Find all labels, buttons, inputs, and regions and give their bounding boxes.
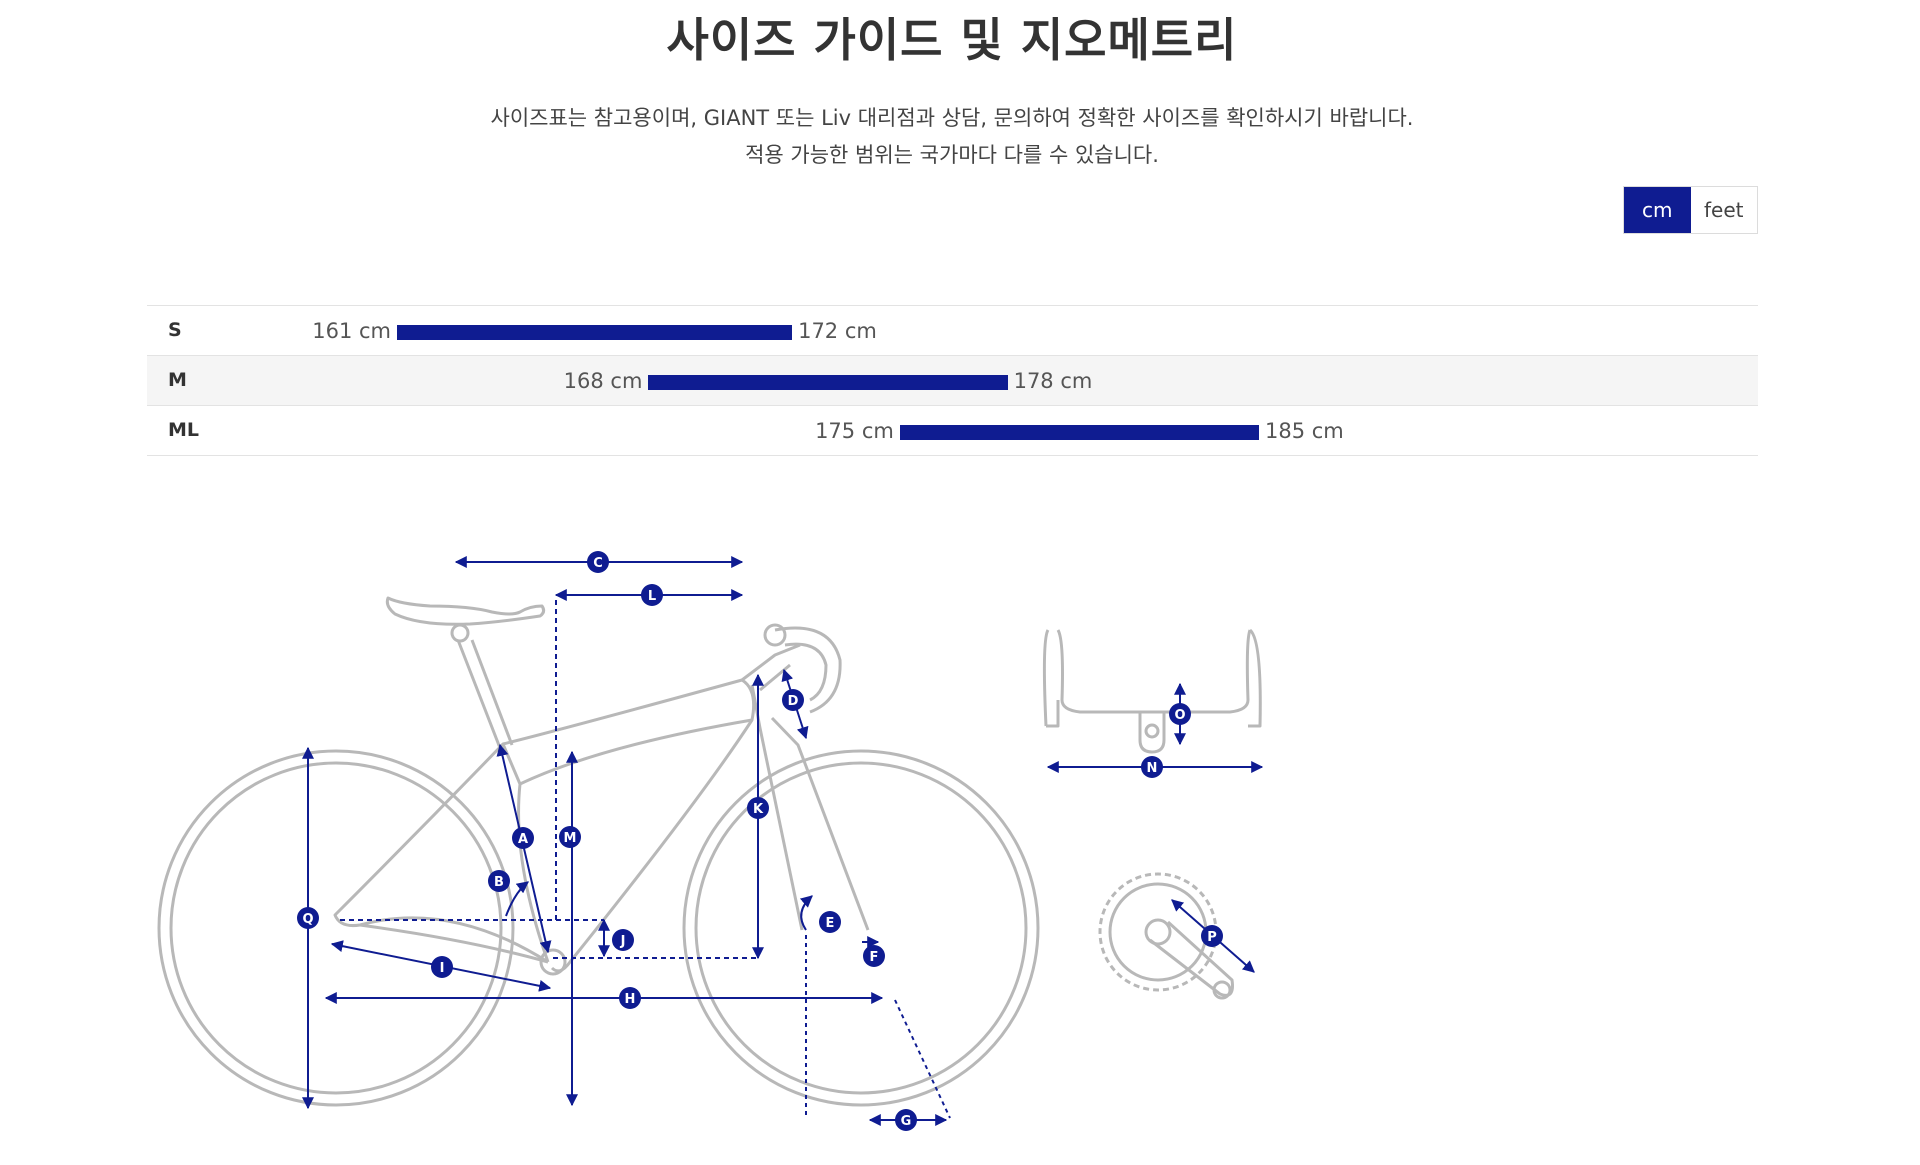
size-guide-region-note: 적용 가능한 범위는 국가마다 다를 수 있습니다. — [745, 143, 1159, 167]
marker-q: Q — [297, 907, 319, 929]
geometry-diagram: C L D K A M B Q J E F I H G O N P — [157, 551, 1264, 1131]
marker-c-label: C — [593, 556, 603, 571]
marker-f-label: F — [870, 950, 879, 965]
marker-q-label: Q — [302, 912, 313, 927]
range-max-label: 185 cm — [1265, 419, 1344, 443]
size-row-m: M 168 cm 178 cm — [147, 356, 1758, 406]
size-label: ML — [168, 419, 200, 441]
marker-g-label: G — [901, 1114, 912, 1129]
unit-feet-button[interactable]: feet — [1690, 187, 1757, 233]
unit-cm-button[interactable]: cm — [1624, 187, 1691, 233]
marker-b: B — [488, 870, 510, 892]
marker-o-label: O — [1174, 708, 1185, 723]
size-label: S — [168, 319, 182, 341]
marker-m: M — [559, 826, 581, 848]
height-range-bar — [899, 425, 1259, 440]
unit-toggle: cm feet — [1623, 186, 1758, 234]
marker-a: A — [512, 827, 534, 849]
range-max-label: 172 cm — [798, 319, 877, 343]
marker-a-label: A — [518, 832, 528, 847]
marker-c: C — [587, 551, 609, 573]
marker-k: K — [747, 797, 769, 819]
marker-d: D — [782, 689, 804, 711]
dimension-markers: C L D K A M B Q J E F I H G O N P — [297, 551, 1223, 1131]
size-range-table: S 161 cm 172 cm M 168 cm 178 cm ML 175 c… — [147, 305, 1758, 456]
marker-i: I — [431, 956, 453, 978]
bike-frame-outline — [157, 596, 1262, 1107]
marker-o: O — [1169, 703, 1191, 725]
marker-b-label: B — [494, 875, 504, 890]
marker-g: G — [895, 1109, 917, 1131]
marker-k-label: K — [753, 802, 764, 817]
marker-h-label: H — [625, 992, 636, 1007]
marker-l-label: L — [648, 589, 656, 604]
marker-p-label: P — [1207, 930, 1217, 945]
marker-i-label: I — [440, 961, 445, 976]
marker-e: E — [819, 911, 841, 933]
measurement-lines — [302, 556, 1264, 1126]
marker-n: N — [1141, 756, 1163, 778]
range-min-label: 161 cm — [312, 319, 391, 343]
marker-j: J — [612, 929, 634, 951]
marker-l: L — [641, 584, 663, 606]
page-title: 사이즈 가이드 및 지오메트리 — [666, 13, 1238, 67]
range-min-label: 168 cm — [563, 369, 643, 393]
marker-f: F — [863, 945, 885, 967]
height-range-bar — [648, 375, 1008, 390]
marker-e-label: E — [826, 916, 835, 931]
height-range-bar — [397, 325, 793, 340]
size-guide-disclaimer: 사이즈표는 참고용이며, GIANT 또는 Liv 대리점과 상담, 문의하여 … — [490, 106, 1414, 130]
marker-n-label: N — [1147, 761, 1158, 776]
range-min-label: 175 cm — [815, 419, 894, 443]
size-label: M — [168, 369, 187, 391]
size-row-ml: ML 175 cm 185 cm — [147, 406, 1758, 456]
marker-j-label: J — [620, 934, 626, 949]
marker-d-label: D — [788, 694, 799, 709]
marker-p: P — [1201, 925, 1223, 947]
marker-h: H — [619, 987, 641, 1009]
marker-m-label: M — [564, 831, 577, 846]
size-row-s: S 161 cm 172 cm — [147, 306, 1758, 356]
range-max-label: 178 cm — [1013, 369, 1093, 393]
